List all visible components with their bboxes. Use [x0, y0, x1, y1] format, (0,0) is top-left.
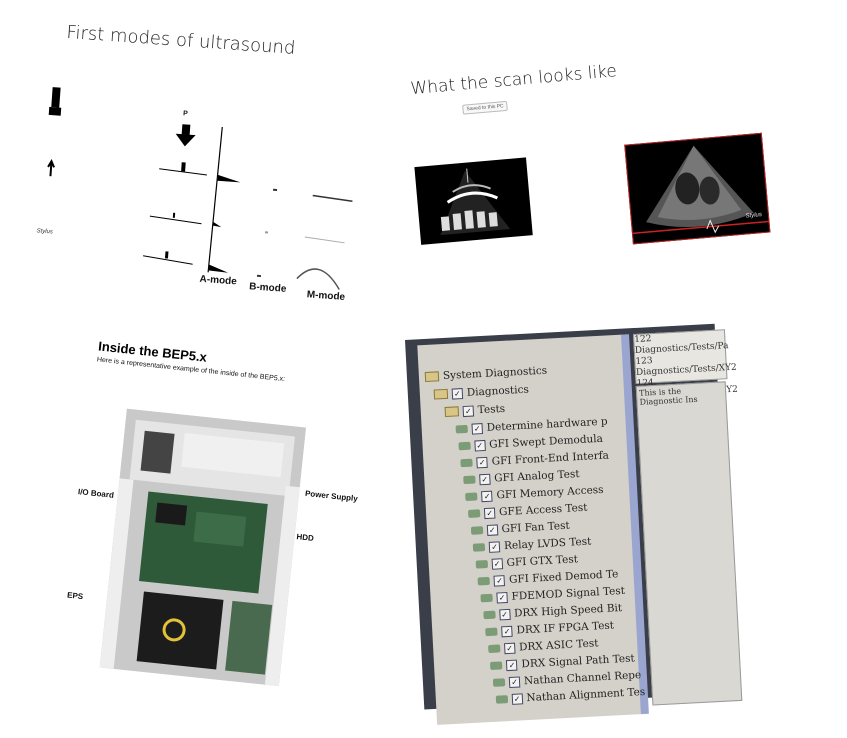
checkbox[interactable]: ✓ — [496, 591, 508, 604]
info-pane: This is the Diagnostic Ins — [635, 381, 743, 706]
checkbox[interactable]: ✓ — [493, 574, 506, 587]
folder-icon — [433, 388, 449, 400]
m-mode-label: M-mode — [306, 289, 346, 303]
log-line: 123 Diagnostics/Tests/XY2 — [635, 356, 738, 378]
checkbox[interactable]: ✓ — [473, 439, 486, 452]
checkbox[interactable]: ✓ — [486, 523, 498, 536]
test-status-icon — [463, 475, 476, 485]
folder-icon — [424, 371, 440, 382]
test-status-icon — [480, 593, 493, 603]
stylus-logo: Stylus — [36, 228, 54, 236]
test-status-icon — [470, 526, 483, 535]
hdd-callout: HDD — [296, 532, 315, 543]
checkbox[interactable]: ✓ — [503, 642, 516, 654]
checkbox[interactable]: ✓ — [481, 490, 493, 502]
checkbox[interactable]: ✓ — [476, 456, 488, 468]
test-status-icon — [460, 458, 473, 468]
slide-inside-bep: Inside the BEP5.x Here is a representati… — [55, 330, 384, 738]
b-mode-label: B-mode — [248, 281, 287, 295]
probe-label: P — [182, 110, 189, 118]
transducer-icon — [51, 87, 61, 108]
checkbox[interactable]: ✓ — [471, 422, 484, 435]
diagnostics-screen-photo: 122 Diagnostics/Tests/Pa 123 Diagnostics… — [405, 323, 743, 725]
saved-badge: Saved to this PC — [462, 100, 509, 115]
test-status-icon — [472, 543, 486, 552]
folder-icon — [444, 406, 460, 418]
test-status-icon — [482, 610, 496, 620]
checkbox[interactable]: ✓ — [488, 540, 501, 553]
hardware-photo — [99, 408, 306, 687]
checkbox[interactable]: ✓ — [451, 387, 464, 400]
checkbox[interactable]: ✓ — [478, 473, 491, 485]
log-line: 122 Diagnostics/Tests/Pa — [634, 334, 729, 356]
probe-arrow-icon — [175, 124, 196, 147]
eps-callout: EPS — [66, 590, 84, 602]
small-arrow-icon — [47, 158, 55, 177]
slide-first-modes: First modes of ultrasound P Stylus A-mod… — [21, 10, 380, 304]
checkbox[interactable]: ✓ — [506, 659, 518, 671]
scan-image-right: Stylus — [624, 132, 771, 245]
test-status-icon — [477, 576, 491, 586]
checkbox[interactable]: ✓ — [483, 507, 496, 519]
log-list: 122 Diagnostics/Tests/Pa 123 Diagnostics… — [633, 329, 738, 400]
checkbox[interactable]: ✓ — [491, 557, 503, 570]
test-status-icon — [490, 661, 503, 670]
scan-image-left — [414, 157, 533, 245]
test-status-icon — [487, 644, 501, 654]
test-status-icon — [492, 678, 506, 687]
info-text: This is the Diagnostic Ins — [638, 386, 698, 407]
checkbox[interactable]: ✓ — [511, 692, 523, 705]
test-status-icon — [495, 695, 508, 704]
ultrasound-modes-diagram — [47, 87, 353, 290]
checkbox[interactable]: ✓ — [501, 625, 513, 637]
slide-scan-looks: What the scan looks like Saved to this P… — [400, 26, 797, 270]
tree-label: Tests — [477, 402, 506, 417]
io-board-callout: I/O Board — [77, 487, 115, 500]
test-status-icon — [485, 627, 498, 637]
test-status-icon — [475, 559, 488, 569]
power-supply-callout: Power Supply — [304, 488, 359, 504]
checkbox[interactable]: ✓ — [498, 608, 511, 620]
test-status-icon — [465, 492, 478, 502]
test-status-icon — [467, 509, 481, 518]
checkbox[interactable]: ✓ — [508, 675, 521, 688]
slide-title: What the scan looks like — [409, 61, 618, 100]
a-mode-label: A-mode — [199, 273, 238, 288]
checkbox[interactable]: ✓ — [462, 405, 475, 417]
test-status-icon — [455, 424, 468, 434]
test-status-icon — [458, 441, 471, 451]
